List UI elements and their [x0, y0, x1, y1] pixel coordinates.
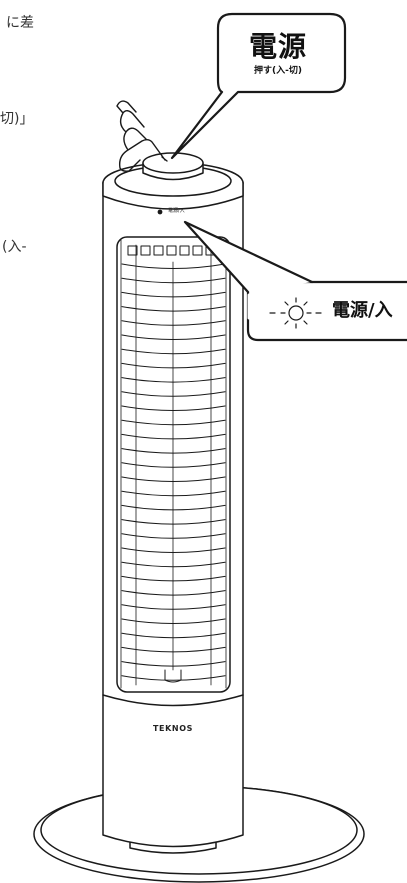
grille-slat	[121, 377, 226, 383]
grille-slat	[121, 519, 226, 525]
grille-slat	[121, 405, 226, 411]
grille-slat	[121, 547, 226, 553]
grille-slat	[121, 391, 226, 397]
grille-slat	[121, 306, 226, 312]
text-fragment-3: (入-	[2, 239, 27, 255]
grille-slat	[121, 291, 226, 298]
panel-power-label: 電源/入	[168, 208, 185, 214]
indicator-callout-label: 電源/入	[332, 300, 393, 321]
grille-slat	[121, 604, 226, 610]
grille-slat	[121, 348, 226, 355]
sun-led-icon	[269, 297, 322, 329]
fan-body	[102, 181, 244, 854]
text-fragment-1: に差	[6, 15, 34, 31]
grille-slat	[121, 590, 226, 596]
grille-slat	[121, 632, 226, 639]
grille-slat	[121, 561, 226, 568]
pointing-hand-icon	[116, 100, 168, 172]
grille-slat	[121, 334, 226, 340]
grille-slat	[121, 618, 226, 624]
power-callout-title: 電源	[248, 30, 307, 63]
grille-slat	[121, 419, 226, 426]
grille-slat	[121, 490, 226, 497]
grille-slats	[121, 263, 226, 681]
grille-slat	[121, 448, 226, 454]
grille-slat	[121, 661, 226, 667]
brand-logo-text: TEKNOS	[153, 724, 193, 733]
grille-slat	[121, 575, 226, 582]
grille-slat	[121, 462, 226, 468]
text-fragment-2: 切)」	[0, 111, 34, 127]
power-button	[142, 152, 204, 181]
grille-slat	[121, 646, 226, 653]
grille-slat	[121, 362, 226, 369]
grille-slat	[121, 675, 226, 681]
grille-slat	[121, 433, 226, 440]
grille-slat	[121, 277, 226, 284]
power-callout-subtitle: 押す(入-切)	[254, 66, 302, 76]
indicator-callout	[183, 220, 407, 342]
grille-slat	[121, 476, 226, 482]
led-indicator-dot	[157, 209, 163, 215]
top-cap	[102, 162, 244, 210]
grille-slat	[121, 263, 226, 269]
grille-slat	[121, 504, 226, 511]
grille-slat	[121, 533, 226, 539]
grille-slat	[121, 320, 226, 326]
power-callout	[170, 12, 347, 160]
